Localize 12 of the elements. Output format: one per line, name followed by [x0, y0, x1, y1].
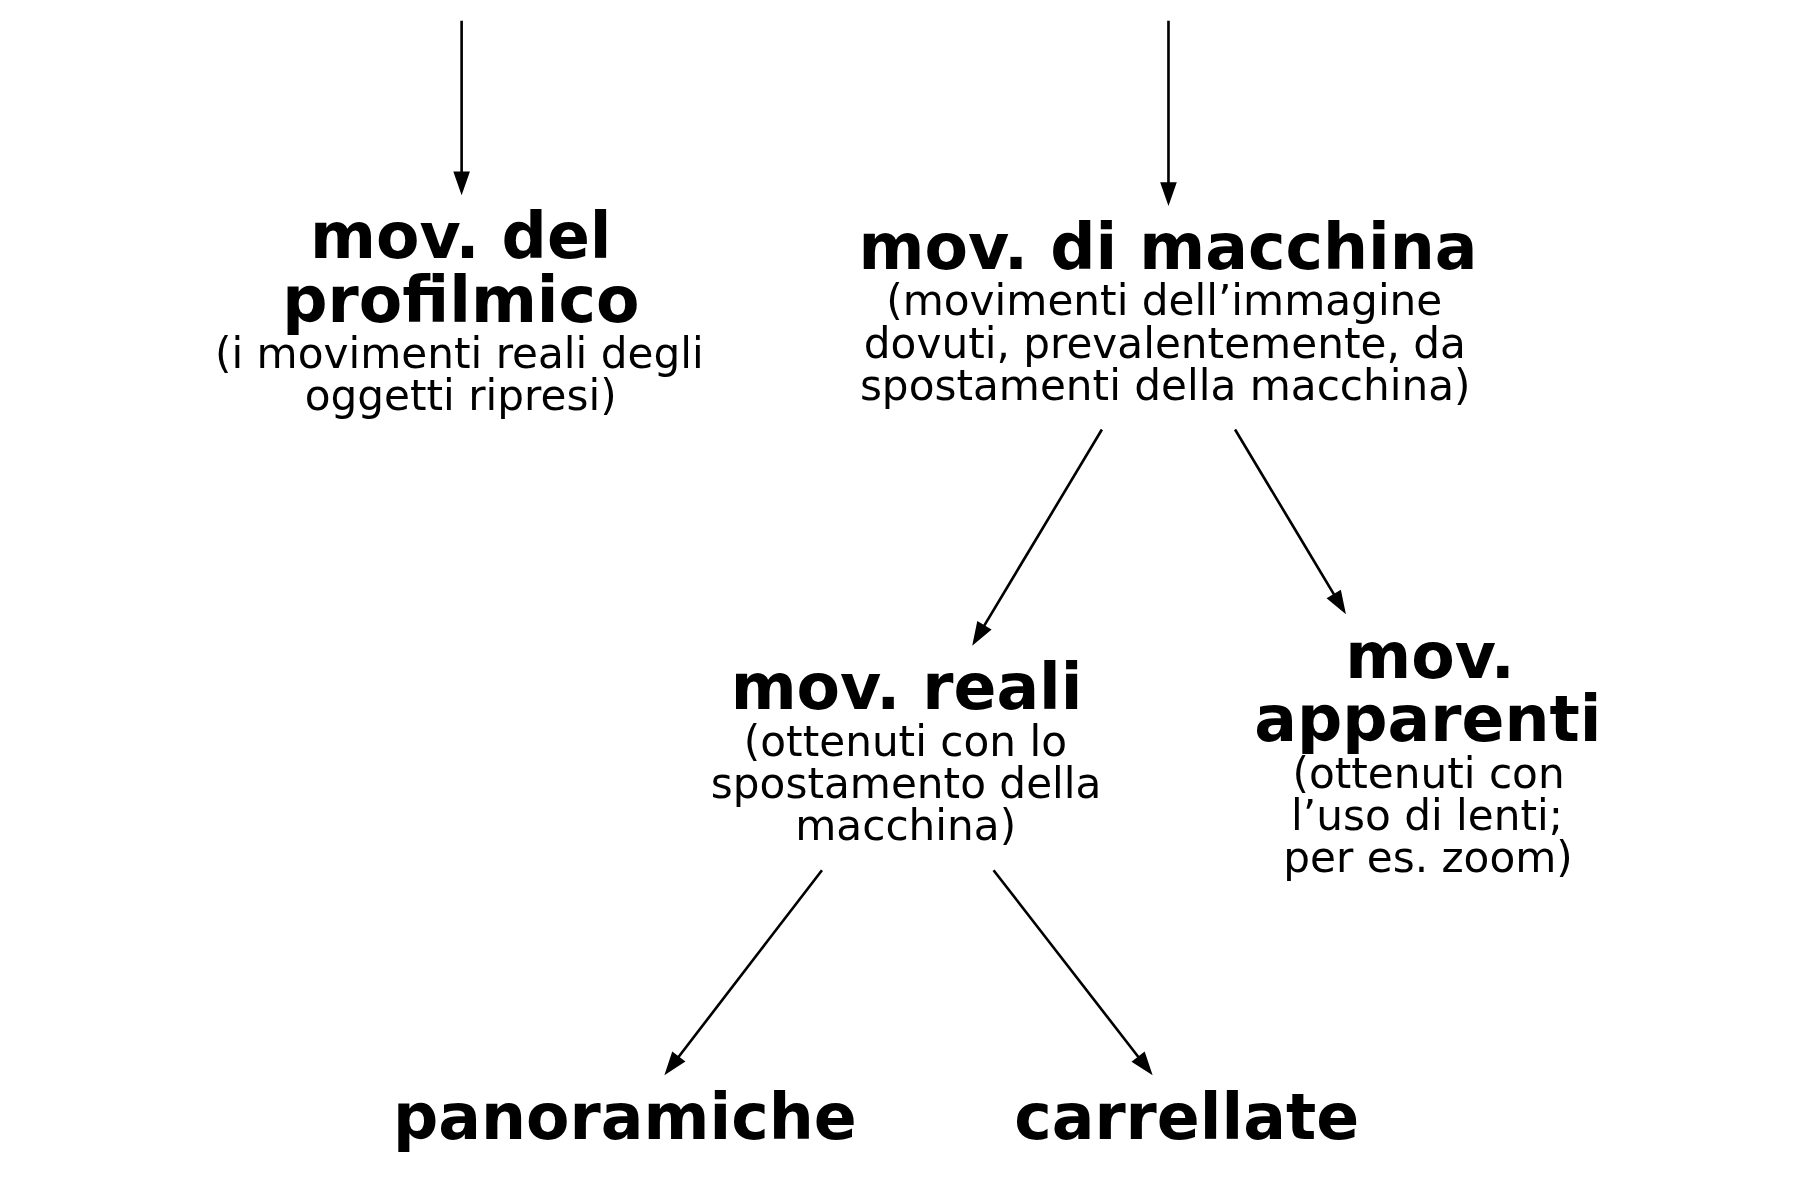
arrow — [452, 20, 470, 196]
arrow — [1233, 428, 1346, 615]
arrow — [1159, 20, 1177, 207]
arrow — [971, 428, 1103, 646]
node-text: mov. di macchina (movimenti dell’immagine dovuti, prevalentemente, da spostamenti della macchina) — [858, 209, 1477, 410]
node-text: panoramiche — [392, 1080, 857, 1155]
node-text: mov. apparenti (ottenuti con l’uso di lenti; per es. zoom) — [1253, 618, 1601, 882]
node-text: mov. del profilmico (i movimenti reali degli oggetti ripresi) — [214, 199, 704, 421]
node-text: mov. reali (ottenuti con lo spostamento della macchina) — [710, 650, 1101, 851]
arrow — [992, 869, 1153, 1076]
arrow — [663, 869, 823, 1076]
node-text: carrellate — [1013, 1080, 1359, 1155]
